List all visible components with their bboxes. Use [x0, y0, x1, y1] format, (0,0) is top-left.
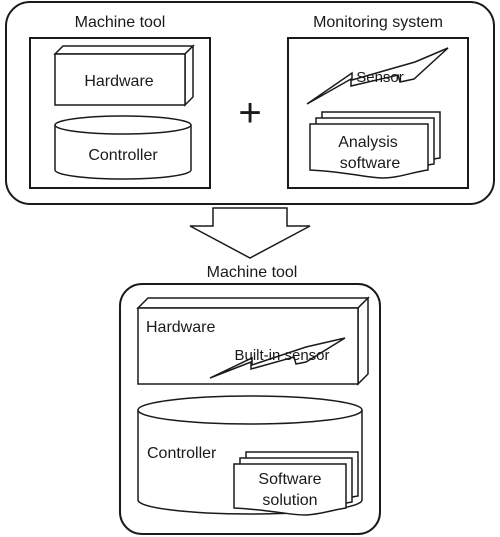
built-in-sensor-label: Built-in sensor [234, 347, 329, 364]
top-controller-cylinder-icon [54, 115, 192, 180]
top-hardware-box-icon [53, 44, 195, 107]
software-solution-label-line1: Software [258, 471, 321, 488]
bottom-hardware-box-icon [136, 296, 370, 386]
sensor-label: Sensor [356, 69, 404, 86]
analysis-software-label-line2: software [340, 155, 401, 172]
bottom-panel: Machine tool Hardware Built-in sensor Co… [119, 264, 381, 535]
bottom-machine-tool-title: Machine tool [207, 264, 298, 281]
top-controller-label: Controller [88, 147, 158, 164]
analysis-software-document-stack-icon [309, 111, 441, 179]
monitoring-system-title: Monitoring system [313, 14, 443, 31]
plus-symbol: + [238, 91, 261, 135]
sensor-lightning-icon [306, 47, 449, 105]
bottom-hardware-label: Hardware [146, 319, 215, 336]
top-hardware-label: Hardware [84, 73, 153, 90]
software-solution-label-line2: solution [262, 492, 317, 509]
top-machine-tool-title: Machine tool [75, 14, 166, 31]
down-arrow-icon [189, 207, 311, 259]
analysis-software-label-line1: Analysis [338, 134, 398, 151]
built-in-sensor-lightning-icon [209, 337, 346, 379]
bottom-controller-label: Controller [147, 445, 217, 462]
top-panel: Machine tool Hardware Controller + Monit… [5, 1, 495, 205]
software-solution-document-stack-icon [233, 451, 359, 516]
